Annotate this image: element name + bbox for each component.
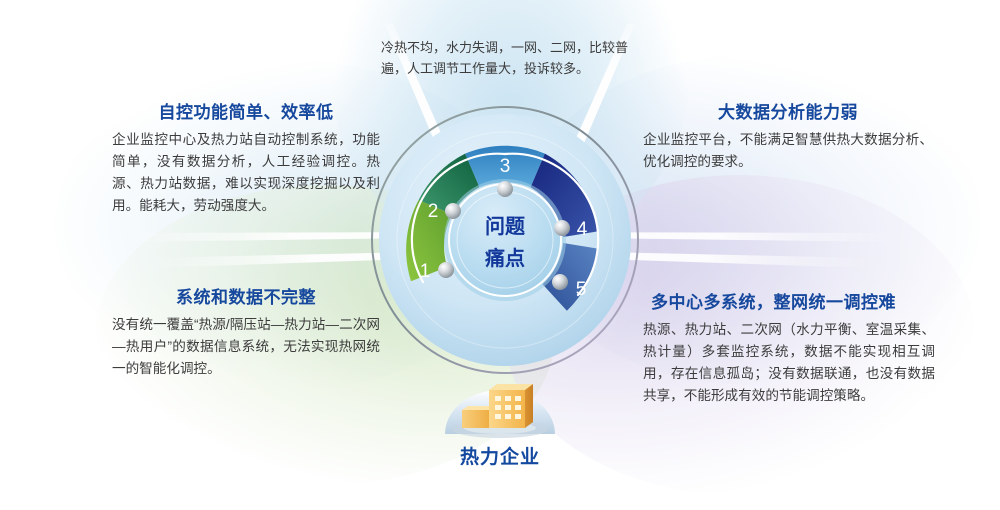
outer-rim xyxy=(371,106,639,374)
center-label-line2: 痛点 xyxy=(485,246,525,270)
segment-2-number: 2 xyxy=(428,201,439,222)
knob-3[interactable] xyxy=(497,181,513,197)
segment-numbers: 1 2 3 4 5 xyxy=(420,156,588,300)
knob-2[interactable] xyxy=(445,203,461,219)
block-bottom-left: 系统和数据不完整 没有统一覆盖“热源/隔压站—热力站—二次网—热用户”的数据信息… xyxy=(112,283,380,380)
block-top-left-body: 企业监控中心及热力站自动控制系统，功能简单，没有数据分析，人工经验调控。热源、热… xyxy=(112,132,380,214)
block-top-right-body: 企业监控平台，不能满足智慧供热大数据分析、优化调控的要求。 xyxy=(643,132,933,170)
plate-ring xyxy=(396,131,614,349)
icon-windows xyxy=(495,396,521,419)
guide-arcs xyxy=(410,152,600,297)
block-top-right-title: 大数据分析能力弱 xyxy=(718,103,858,122)
block-bottom-left-title: 系统和数据不完整 xyxy=(176,288,316,307)
segment-4-number: 4 xyxy=(577,219,588,240)
block-top-left: 自控功能简单、效率低 企业监控中心及热力站自动控制系统，功能简单，没有数据分析，… xyxy=(112,98,380,217)
center-disc xyxy=(448,183,562,297)
knob-5[interactable] xyxy=(552,274,568,290)
segment-5-arc xyxy=(542,243,599,311)
segment-1-number: 1 xyxy=(420,261,431,282)
block-top-left-title: 自控功能简单、效率低 xyxy=(158,103,334,122)
top-note: 冷热不均，水力失调，一网、二网，比较普遍，人工调节工作量大，投诉较多。 xyxy=(381,40,629,76)
office-building-icon xyxy=(445,384,555,438)
block-top-right: 大数据分析能力弱 企业监控平台，不能满足智慧供热大数据分析、优化调控的要求。 xyxy=(643,98,933,173)
icon-low-block xyxy=(462,410,489,428)
icon-tower-roof xyxy=(489,384,533,390)
knob-4[interactable] xyxy=(554,220,570,236)
block-bottom-right: 多中心多系统，整网统一调控难 热源、热力站、二次网（水力平衡、室温采集、热计量）… xyxy=(643,288,935,407)
icon-low-roof xyxy=(462,406,495,410)
enterprise-label: 热力企业 xyxy=(459,447,540,468)
problem-wheel: 1 2 3 4 5 问题 痛点 xyxy=(371,106,639,374)
segment-3-number: 3 xyxy=(500,156,511,177)
block-bottom-right-title: 多中心多系统，整网统一调控难 xyxy=(651,293,896,312)
segment-3-arc xyxy=(465,145,545,188)
block-bottom-left-body: 没有统一覆盖“热源/隔压站—热力站—二次网—热用户”的数据信息系统，无法实现热网… xyxy=(112,317,380,377)
segment-2-arc xyxy=(418,153,480,215)
segment-1-arc xyxy=(406,200,453,282)
block-bottom-right-body: 热源、热力站、二次网（水力平衡、室温采集、热计量）多套监控系统，数据不能实现相互… xyxy=(643,322,935,404)
knob-1[interactable] xyxy=(438,262,454,278)
center-label-line1: 问题 xyxy=(485,215,526,238)
segment-4-arc xyxy=(530,153,599,237)
segment-5-number: 5 xyxy=(576,279,587,300)
segment-arcs xyxy=(406,145,599,311)
center-label: 问题 痛点 xyxy=(485,215,526,270)
icon-tower-side xyxy=(525,384,533,428)
segment-knobs xyxy=(438,181,570,290)
